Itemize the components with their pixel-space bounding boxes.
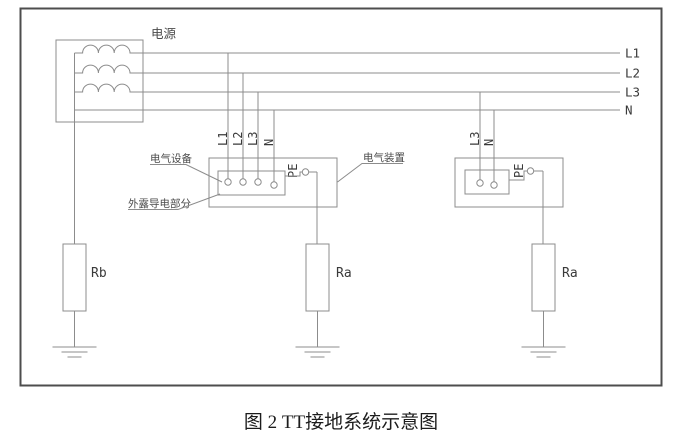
diagram-border — [19, 7, 663, 387]
equipment-annotation: 电气设备 — [150, 152, 192, 165]
bus-label-n: N — [625, 103, 633, 118]
left-tap-label-l1: L1 — [216, 132, 230, 146]
right-pe-down-conductor — [533, 170, 544, 244]
earth-resistor-rb: Rb — [52, 243, 107, 358]
figure-caption: 图 2 TT接地系统示意图 — [244, 411, 438, 433]
right-tap-label-l3: L3 — [468, 132, 482, 146]
left-pe-label: PE — [286, 164, 300, 178]
earth-resistor-ra-right: Ra — [521, 243, 578, 358]
ra-left-label: Ra — [336, 266, 352, 281]
exposed-part-annotation: 外露导电部分 — [128, 197, 191, 210]
left-tap-label-n: N — [262, 139, 276, 146]
rb-ground-symbol — [52, 346, 97, 358]
winding-line-l2 — [74, 64, 620, 74]
bus-label-l2: L2 — [625, 66, 640, 81]
left-pe-down-conductor — [308, 171, 318, 244]
rb-resistor-body — [62, 243, 87, 312]
left-tap-label-l2: L2 — [231, 132, 245, 146]
right-pe-terminal — [526, 167, 535, 175]
left-installation-enclosure — [208, 157, 338, 208]
earth-resistor-ra-left: Ra — [295, 243, 352, 358]
left-pe-terminal — [301, 168, 310, 176]
right-terminal-n — [490, 181, 498, 189]
annotations: 电气设备 外露导电部分 电气装置 — [128, 151, 405, 210]
left-pe-wire-a — [285, 171, 303, 177]
right-installation-enclosure — [454, 157, 564, 208]
left-terminal-n — [270, 181, 278, 189]
installation-leader-line — [337, 163, 403, 183]
bus-labels: L1 L2 L3 N — [625, 46, 640, 118]
bus-label-l1: L1 — [625, 46, 640, 61]
ra-right-label: Ra — [562, 266, 578, 281]
right-equipment-box — [464, 169, 510, 195]
ra-left-resistor-body — [305, 243, 330, 312]
right-device: L3 N PE — [454, 92, 564, 244]
exposed-part-leader-line — [128, 193, 221, 210]
left-terminal-l1 — [224, 178, 232, 186]
installation-annotation: 电气装置 — [363, 151, 405, 164]
right-terminal-l3 — [476, 179, 484, 187]
left-terminal-l2 — [239, 178, 247, 186]
ra-left-ground-symbol — [295, 346, 340, 358]
ra-right-resistor-body — [531, 243, 556, 312]
right-pe-wire-a — [509, 170, 528, 181]
rb-label: Rb — [91, 266, 107, 281]
left-tap-label-l3: L3 — [246, 132, 260, 146]
power-source-label: 电源 — [151, 27, 177, 41]
left-terminal-l3 — [254, 178, 262, 186]
equipment-leader-line — [150, 164, 223, 183]
right-tap-label-n: N — [482, 139, 496, 146]
bus-label-l3: L3 — [625, 85, 640, 100]
right-pe-label: PE — [512, 164, 526, 178]
left-equipment-box — [217, 170, 286, 196]
winding-line-l3 — [74, 83, 620, 93]
left-device: L1 L2 L3 N PE — [208, 53, 338, 244]
power-source-transformer: 电源 — [55, 27, 620, 244]
transformer-box — [55, 39, 144, 123]
ra-right-ground-symbol — [521, 346, 566, 358]
winding-line-l1 — [74, 44, 620, 54]
